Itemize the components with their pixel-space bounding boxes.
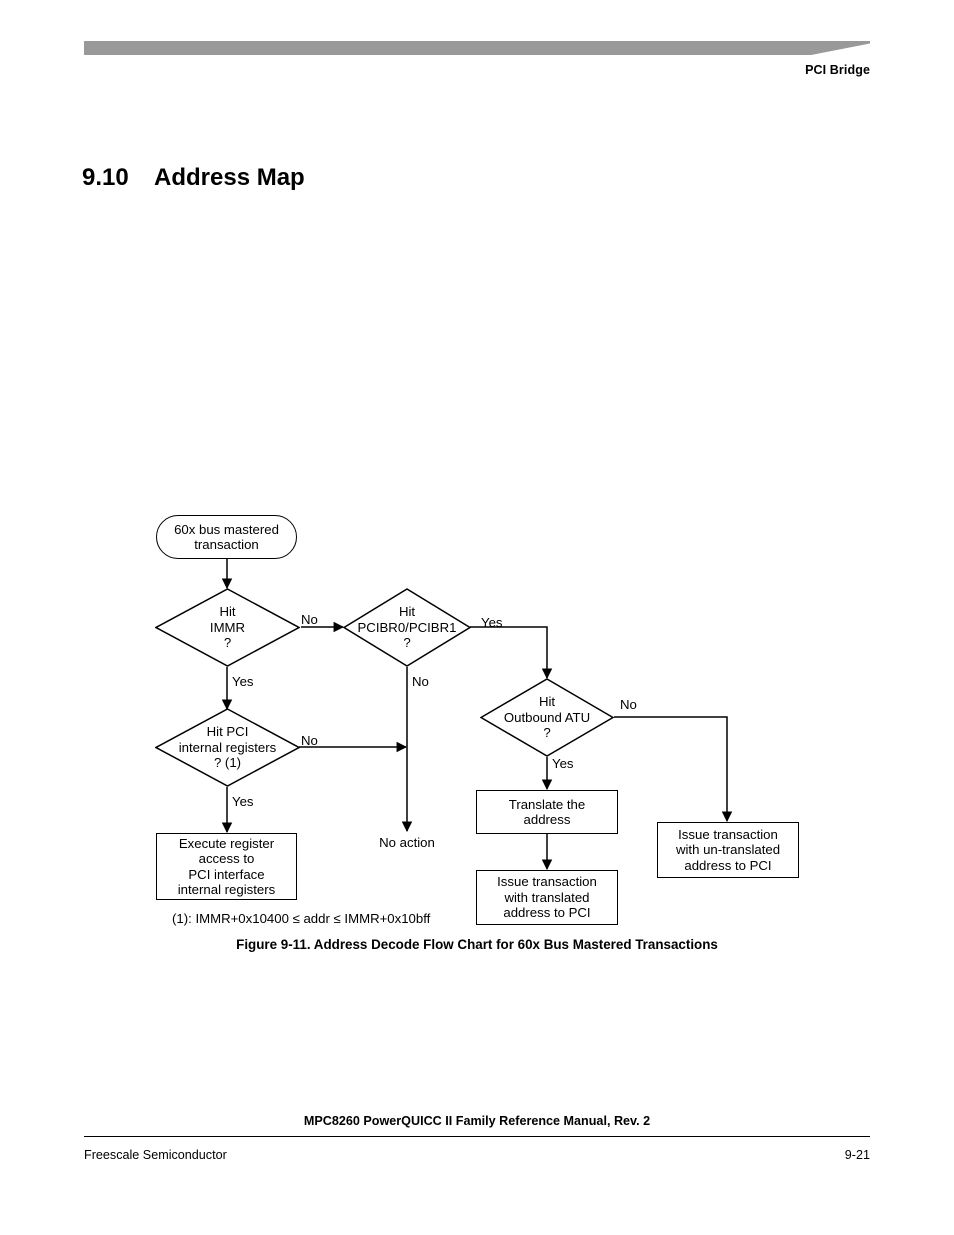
diamond-shape-icon xyxy=(480,678,614,757)
section-number: 9.10 xyxy=(82,164,129,191)
header-chapter-title: PCI Bridge xyxy=(805,63,870,77)
hit-atu-line-2: Outbound ATU xyxy=(503,709,591,725)
translate-line-2: address xyxy=(523,812,571,827)
diamond-shape-icon xyxy=(155,588,300,667)
edge-label-pcibr-no: No xyxy=(412,674,429,689)
section-title: Address Map xyxy=(154,164,305,191)
footer-divider xyxy=(84,1136,870,1138)
issue-trans-line-2: with translated xyxy=(504,889,590,905)
exec-reg-line-3: PCI interface xyxy=(188,866,265,882)
edge-label-immr-no: No xyxy=(301,612,318,627)
diamond-shape-icon xyxy=(155,708,300,787)
no-action-label: No action xyxy=(379,835,435,851)
flow-node-issue-translated-transaction: Issue transaction with translated addres… xyxy=(476,870,618,925)
hit-pci-regs-line-3: ? (1) xyxy=(213,755,242,771)
edge-label-pci-regs-no: No xyxy=(301,733,318,748)
issue-untrans-line-1: Issue transaction xyxy=(678,826,778,842)
exec-reg-line-4: internal registers xyxy=(177,882,276,897)
hit-immr-line-3: ? xyxy=(223,635,232,651)
exec-reg-line-1: Execute register xyxy=(178,835,275,851)
exec-reg-line-2: access to xyxy=(198,851,255,866)
hit-pcibr-line-2: PCIBR0/PCIBR1 xyxy=(357,619,457,635)
flow-node-decision-hit-pcibr: Hit PCIBR0/PCIBR1 ? xyxy=(343,588,471,667)
flow-chart-figure: Hit PCIBR0/PCIBR1 --> Hit PCI internal r… xyxy=(0,515,799,952)
issue-trans-line-1: Issue transaction xyxy=(497,874,597,890)
hit-atu-line-1: Hit xyxy=(538,694,556,710)
hit-atu-line-3: ? xyxy=(543,725,551,741)
hit-pci-regs-line-1: Hit PCI xyxy=(206,724,249,740)
flow-node-execute-register-access: Execute register access to PCI interface… xyxy=(156,833,297,900)
start-line-2: transaction xyxy=(194,537,259,552)
issue-trans-line-3: address to PCI xyxy=(503,905,591,921)
page-title: 9.10 Address Map xyxy=(82,164,305,192)
edge-label-atu-yes: Yes xyxy=(552,756,574,771)
hit-pcibr-line-1: Hit xyxy=(398,604,416,620)
hit-immr-line-1: Hit xyxy=(219,604,236,620)
flow-node-decision-hit-pci-internal-registers: Hit PCI internal registers ? (1) xyxy=(155,708,300,787)
footer-company: Freescale Semiconductor xyxy=(84,1148,227,1162)
edge-label-atu-no: No xyxy=(620,697,637,712)
issue-untrans-line-2: with un-translated xyxy=(675,842,781,858)
start-line-1: 60x bus mastered xyxy=(174,521,279,537)
edge-label-immr-yes: Yes xyxy=(232,674,254,689)
header-decorative-bar xyxy=(84,41,870,55)
diamond-shape-icon xyxy=(343,588,471,667)
footer-manual-title: MPC8260 PowerQUICC II Family Reference M… xyxy=(303,1114,651,1128)
figure-footnote: (1): IMMR+0x10400 ≤ addr ≤ IMMR+0x10bff xyxy=(172,911,431,926)
hit-immr-line-2: IMMR xyxy=(209,619,246,635)
header-bar-shape xyxy=(84,41,870,55)
footer-page-number: 9-21 xyxy=(844,1148,870,1162)
edge-label-pcibr-yes: Yes xyxy=(481,615,503,630)
hit-pcibr-line-3: ? xyxy=(403,635,411,651)
flow-node-no-action: No action xyxy=(352,833,462,853)
flowchart-connectors: Hit PCIBR0/PCIBR1 --> Hit PCI internal r… xyxy=(221,559,733,871)
flow-node-decision-hit-outbound-atu: Hit Outbound ATU ? xyxy=(480,678,614,757)
flow-node-start: 60x bus mastered transaction xyxy=(156,515,297,559)
hit-pci-regs-line-2: internal registers xyxy=(178,739,277,755)
issue-untrans-line-3: address to PCI xyxy=(684,857,772,873)
translate-line-1: Translate the xyxy=(508,796,586,812)
flow-node-decision-hit-immr: Hit IMMR ? xyxy=(155,588,300,667)
figure-caption: Figure 9-11. Address Decode Flow Chart f… xyxy=(236,937,718,952)
edge-label-pci-regs-yes: Yes xyxy=(232,794,254,809)
flow-node-translate-address: Translate the address xyxy=(476,790,618,834)
flow-node-issue-untranslated-transaction: Issue transaction with un-translated add… xyxy=(657,822,799,878)
